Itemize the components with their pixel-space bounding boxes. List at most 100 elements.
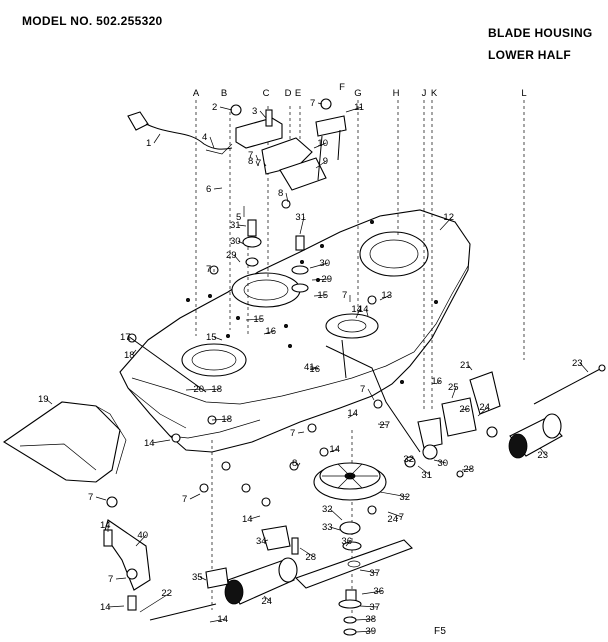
lower-left-rod [127,335,207,393]
callout-leader-38 [355,618,375,621]
callout-31: 31 [295,212,306,223]
callout-24: 24 [387,514,398,525]
callout-41: 41 [304,362,315,373]
callout-leader-21 [467,364,473,371]
callout-leader-29 [233,254,241,263]
callout-7: 7 [256,158,261,169]
callout-14: 14 [329,444,340,455]
callout-21: 21 [460,360,471,371]
callout-leader-15 [245,318,263,321]
callout-leader-31 [299,216,305,235]
blade-housing-deck [119,209,471,453]
callout-10: 10 [317,138,328,149]
callout-30: 30 [437,458,448,469]
diagram-title-line1: BLADE HOUSING [488,26,593,40]
callout-31: 31 [230,220,241,231]
callout-7: 7 [310,98,315,109]
callout-leader-35 [199,576,207,581]
callout-40: 40 [137,530,148,541]
callout-28: 28 [463,464,474,475]
callout-8: 8 [292,458,297,469]
callout-11: 11 [354,102,364,113]
callout-27: 27 [379,420,390,431]
callout-leader-20 [185,388,203,391]
callout-23: 23 [537,450,548,461]
reference-letter-h: H [393,88,400,99]
callout-7: 7 [290,428,295,439]
callout-13: 13 [381,290,392,301]
reference-letter-d: D [285,88,292,99]
callout-leader-4 [209,136,215,149]
reference-letter-a: A [193,88,200,99]
callout-leader-10 [313,142,327,149]
callout-32: 32 [399,492,410,503]
callout-leader-31 [417,465,431,476]
callout-14: 14 [347,408,358,419]
callout-35: 35 [192,572,203,583]
callout-12: 12 [443,212,454,223]
mower-blade [294,539,413,589]
reference-letter-f: F [339,82,345,93]
callout-26: 26 [459,404,470,415]
callout-31: 31 [421,470,432,481]
callout-leader-24 [395,517,399,520]
callout-7: 7 [88,492,93,503]
page-reference: F5 [434,626,447,637]
callout-17: 17 [120,332,131,343]
callout-leader-3 [259,110,267,119]
callout-32: 32 [403,454,414,465]
callout-20: 20 [193,384,204,395]
callout-22: 22 [161,588,172,599]
callout-30: 30 [319,258,330,269]
callout-25: 25 [448,382,459,393]
callout-leader-25 [451,386,457,399]
callout-leader-7 [95,496,107,501]
callout-14: 14 [351,304,362,315]
callout-6: 6 [206,184,211,195]
callout-7: 7 [108,574,113,585]
callout-leader-6 [213,187,223,190]
callout-leader-30 [237,240,245,245]
callout-36: 36 [341,536,352,547]
reference-letter-c: C [263,88,270,99]
callout-leader-16 [263,330,275,335]
callout-18: 18 [211,384,222,395]
callout-37: 37 [369,602,380,613]
callout-1: 1 [146,138,151,149]
gauge-roller-right [508,413,563,459]
callout-19: 19 [38,394,49,405]
callout-7: 7 [182,494,187,505]
reference-letter-l: L [521,88,526,99]
callout-16: 16 [265,326,276,337]
callout-leader-14 [355,308,361,319]
callout-7: 7 [399,512,404,523]
callout-leader-23 [539,447,547,456]
callout-7: 7 [360,384,365,395]
callout-leader-15 [313,294,327,297]
callout-leader-22 [139,592,171,613]
callout-leader-30 [309,262,329,269]
callout-leader-7 [115,577,127,580]
callout-leader-13 [379,294,391,301]
callout-leader-26 [461,408,469,411]
reference-letter-e: E [295,88,301,99]
callout-38: 38 [365,614,376,625]
callout-leader-23 [579,362,589,373]
reference-letter-k: K [431,88,438,99]
callout-leader-18 [203,388,221,391]
callout-leader-17 [127,336,131,341]
callout-29: 29 [226,250,237,261]
reference-letter-j: J [422,88,427,99]
reference-letter-b: B [221,88,227,99]
callout-leader-14 [107,605,125,608]
callout-leader-2 [219,106,233,111]
callout-14: 14 [217,614,228,625]
callout-5: 5 [236,212,241,223]
callout-15: 15 [253,314,264,325]
height-adjust-linkage [325,339,606,468]
callout-14: 14 [100,520,111,531]
callout-leader-7 [317,102,323,105]
callout-36: 36 [373,586,384,597]
callout-leader-15 [213,336,223,341]
callout-15: 15 [206,332,217,343]
